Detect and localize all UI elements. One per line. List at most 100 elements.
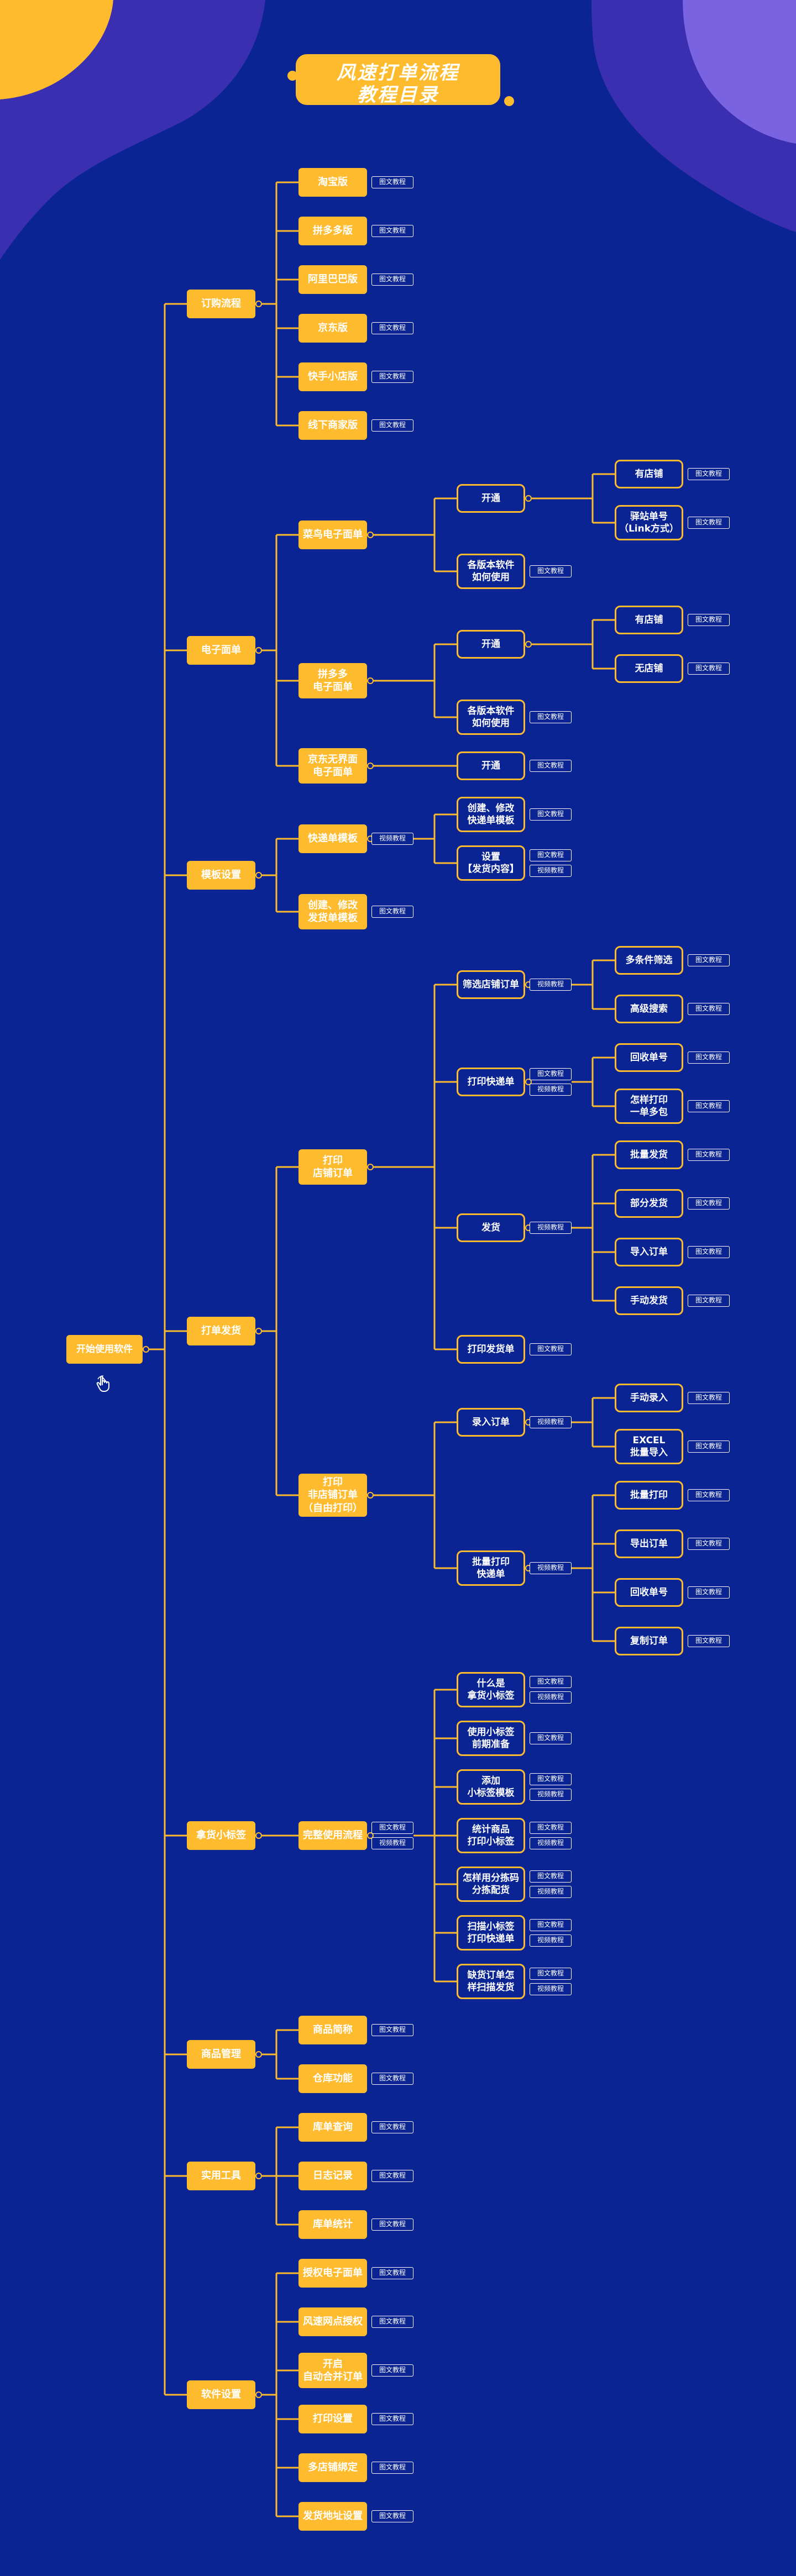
video-tutorial-badge[interactable]: 视频教程: [530, 1934, 572, 1947]
node-各版本软件如何使用[interactable]: 各版本软件 如何使用: [457, 700, 525, 735]
picture-tutorial-badge[interactable]: 图文教程: [688, 1100, 730, 1112]
node-商品管理[interactable]: 商品管理: [187, 2040, 255, 2069]
picture-tutorial-badge[interactable]: 图文教程: [688, 1295, 730, 1307]
node-打单发货[interactable]: 打单发货: [187, 1317, 255, 1345]
node-缺货订单怎样扫描发货[interactable]: 缺货订单怎 样扫描发货: [457, 1964, 525, 1999]
node-商品简称[interactable]: 商品简称: [298, 2016, 367, 2044]
node-怎样用分拣码分拣配货[interactable]: 怎样用分拣码 分拣配货: [457, 1867, 525, 1902]
node-授权电子面单[interactable]: 授权电子面单: [298, 2259, 367, 2288]
picture-tutorial-badge[interactable]: 图文教程: [530, 1822, 572, 1834]
node-批量发货[interactable]: 批量发货: [615, 1140, 683, 1169]
node-淘宝版[interactable]: 淘宝版: [298, 168, 367, 197]
node-创建、修改发货单模板[interactable]: 创建、修改 发货单模板: [298, 894, 367, 929]
picture-tutorial-badge[interactable]: 图文教程: [530, 1870, 572, 1883]
node-部分发货[interactable]: 部分发货: [615, 1189, 683, 1218]
node-使用小标签前期准备[interactable]: 使用小标签 前期准备: [457, 1721, 525, 1756]
picture-tutorial-badge[interactable]: 图文教程: [530, 760, 572, 772]
picture-tutorial-badge[interactable]: 图文教程: [371, 2218, 413, 2231]
picture-tutorial-badge[interactable]: 图文教程: [371, 2510, 413, 2522]
picture-tutorial-badge[interactable]: 图文教程: [530, 849, 572, 861]
node-打印快递单[interactable]: 打印快递单: [457, 1068, 525, 1096]
node-回收单号[interactable]: 回收单号: [615, 1578, 683, 1607]
video-tutorial-badge[interactable]: 视频教程: [530, 1837, 572, 1849]
node-手动录入[interactable]: 手动录入: [615, 1384, 683, 1412]
picture-tutorial-badge[interactable]: 图文教程: [530, 1968, 572, 1980]
picture-tutorial-badge[interactable]: 图文教程: [688, 1197, 730, 1210]
node-筛选店铺订单[interactable]: 筛选店铺订单: [457, 970, 525, 999]
picture-tutorial-badge[interactable]: 图文教程: [688, 1586, 730, 1599]
node-库单统计[interactable]: 库单统计: [298, 2210, 367, 2239]
video-tutorial-badge[interactable]: 视频教程: [530, 1416, 572, 1428]
node-多店铺绑定[interactable]: 多店铺绑定: [298, 2453, 367, 2482]
node-拼多多版[interactable]: 拼多多版: [298, 217, 367, 245]
video-tutorial-badge[interactable]: 视频教程: [371, 833, 413, 845]
node-批量打印[interactable]: 批量打印: [615, 1481, 683, 1510]
picture-tutorial-badge[interactable]: 图文教程: [688, 1538, 730, 1550]
picture-tutorial-badge[interactable]: 图文教程: [371, 2267, 413, 2279]
node-回收单号[interactable]: 回收单号: [615, 1043, 683, 1072]
picture-tutorial-badge[interactable]: 图文教程: [688, 1052, 730, 1064]
picture-tutorial-badge[interactable]: 图文教程: [530, 1343, 572, 1355]
node-统计商品打印小标签[interactable]: 统计商品 打印小标签: [457, 1818, 525, 1853]
video-tutorial-badge[interactable]: 视频教程: [530, 1084, 572, 1096]
node-无店铺[interactable]: 无店铺: [615, 654, 683, 683]
picture-tutorial-badge[interactable]: 图文教程: [371, 2024, 413, 2036]
picture-tutorial-badge[interactable]: 图文教程: [688, 468, 730, 480]
node-打印非店铺订单（自由打印）[interactable]: 打印 非店铺订单 （自由打印）: [298, 1474, 367, 1517]
node-仓库功能[interactable]: 仓库功能: [298, 2064, 367, 2093]
node-高级搜索[interactable]: 高级搜索: [615, 995, 683, 1023]
picture-tutorial-badge[interactable]: 图文教程: [530, 711, 572, 723]
node-打印发货单[interactable]: 打印发货单: [457, 1335, 525, 1364]
picture-tutorial-badge[interactable]: 图文教程: [688, 517, 730, 529]
node-EXCEL批量导入[interactable]: EXCEL 批量导入: [615, 1429, 683, 1464]
video-tutorial-badge[interactable]: 视频教程: [530, 1222, 572, 1234]
video-tutorial-badge[interactable]: 视频教程: [530, 1886, 572, 1898]
node-完整使用流程[interactable]: 完整使用流程: [298, 1821, 367, 1850]
node-驿站单号（Link方式）[interactable]: 驿站单号 （Link方式）: [615, 505, 683, 540]
node-手动发货[interactable]: 手动发货: [615, 1286, 683, 1315]
node-模板设置[interactable]: 模板设置: [187, 861, 255, 890]
video-tutorial-badge[interactable]: 视频教程: [371, 1837, 413, 1849]
node-开启自动合并订单[interactable]: 开启 自动合并订单: [298, 2353, 367, 2388]
node-多条件筛选[interactable]: 多条件筛选: [615, 946, 683, 975]
picture-tutorial-badge[interactable]: 图文教程: [688, 1441, 730, 1453]
node-线下商家版[interactable]: 线下商家版: [298, 411, 367, 440]
node-快手小店版[interactable]: 快手小店版: [298, 362, 367, 391]
picture-tutorial-badge[interactable]: 图文教程: [371, 2413, 413, 2425]
picture-tutorial-badge[interactable]: 图文教程: [688, 614, 730, 626]
node-日志记录[interactable]: 日志记录: [298, 2162, 367, 2190]
picture-tutorial-badge[interactable]: 图文教程: [371, 225, 413, 237]
picture-tutorial-badge[interactable]: 图文教程: [371, 176, 413, 188]
node-什么是拿货小标签[interactable]: 什么是 拿货小标签: [457, 1672, 525, 1707]
node-复制订单[interactable]: 复制订单: [615, 1627, 683, 1655]
picture-tutorial-badge[interactable]: 图文教程: [530, 1732, 572, 1744]
picture-tutorial-badge[interactable]: 图文教程: [688, 1003, 730, 1015]
node-风速网点授权[interactable]: 风速网点授权: [298, 2307, 367, 2336]
node-怎样打印一单多包[interactable]: 怎样打印 一单多包: [615, 1089, 683, 1124]
picture-tutorial-badge[interactable]: 图文教程: [530, 808, 572, 821]
node-订购流程[interactable]: 订购流程: [187, 290, 255, 318]
node-扫描小标签打印快递单[interactable]: 扫描小标签 打印快递单: [457, 1915, 525, 1951]
node-京东版[interactable]: 京东版: [298, 314, 367, 343]
node-批量打印快递单[interactable]: 批量打印 快递单: [457, 1550, 525, 1586]
picture-tutorial-badge[interactable]: 图文教程: [371, 2073, 413, 2085]
video-tutorial-badge[interactable]: 视频教程: [530, 1562, 572, 1574]
picture-tutorial-badge[interactable]: 图文教程: [688, 1489, 730, 1501]
node-拿货小标签[interactable]: 拿货小标签: [187, 1821, 255, 1850]
root-node[interactable]: 开始使用软件: [66, 1335, 143, 1364]
node-拼多多电子面单[interactable]: 拼多多 电子面单: [298, 663, 367, 698]
node-导出订单[interactable]: 导出订单: [615, 1529, 683, 1558]
node-打印设置[interactable]: 打印设置: [298, 2405, 367, 2433]
node-各版本软件如何使用[interactable]: 各版本软件 如何使用: [457, 554, 525, 589]
node-实用工具[interactable]: 实用工具: [187, 2162, 255, 2190]
node-导入订单[interactable]: 导入订单: [615, 1238, 683, 1266]
node-发货地址设置[interactable]: 发货地址设置: [298, 2502, 367, 2531]
video-tutorial-badge[interactable]: 视频教程: [530, 979, 572, 991]
video-tutorial-badge[interactable]: 视频教程: [530, 1983, 572, 1995]
picture-tutorial-badge[interactable]: 图文教程: [371, 2316, 413, 2328]
picture-tutorial-badge[interactable]: 图文教程: [371, 2462, 413, 2474]
picture-tutorial-badge[interactable]: 图文教程: [371, 322, 413, 334]
picture-tutorial-badge[interactable]: 图文教程: [371, 419, 413, 432]
picture-tutorial-badge[interactable]: 图文教程: [688, 1149, 730, 1161]
picture-tutorial-badge[interactable]: 图文教程: [371, 1822, 413, 1834]
